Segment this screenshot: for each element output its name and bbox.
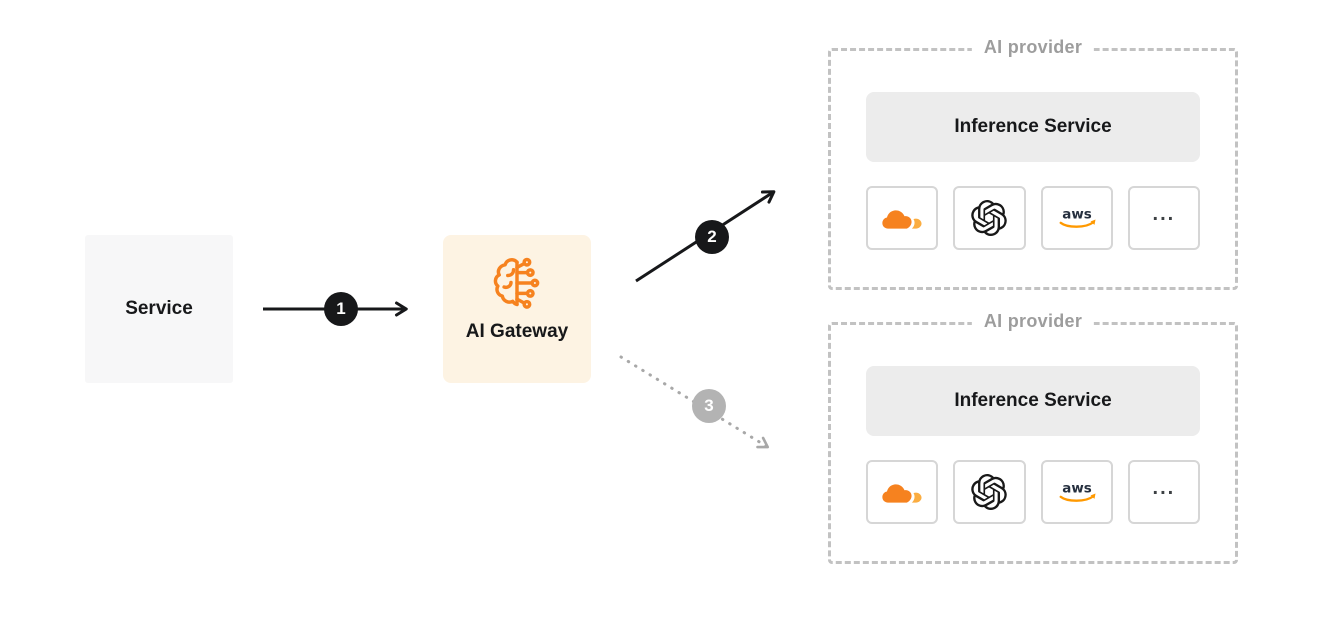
step-badge-1: 1: [324, 292, 358, 326]
service-label: Service: [125, 298, 193, 319]
more-icon: ...: [1152, 203, 1176, 225]
more-providers-cell: ...: [1127, 186, 1200, 250]
cloudflare-logo-icon: [882, 483, 922, 503]
ai-gateway-label: AI Gateway: [465, 321, 569, 342]
ai-gateway-node: AI Gateway: [443, 235, 591, 383]
aws-logo-cell: aws: [1040, 460, 1113, 524]
aws-logo-icon: aws: [1059, 207, 1096, 228]
ai-provider-group-2: AI provider Inference Service aws: [828, 311, 1238, 564]
ai-provider-title: AI provider: [971, 311, 1095, 332]
provider-logo-row: aws ...: [866, 186, 1200, 250]
svg-text:aws: aws: [1062, 207, 1091, 222]
more-providers-cell: ...: [1127, 460, 1200, 524]
openai-logo-cell: [953, 460, 1026, 524]
ai-provider-group-1: AI provider Inference Service aws: [828, 37, 1238, 290]
service-node: Service: [85, 235, 233, 383]
provider-logo-row: aws ...: [866, 460, 1200, 524]
ai-provider-title: AI provider: [971, 37, 1095, 58]
aws-logo-cell: aws: [1040, 186, 1113, 250]
step-badge-2: 2: [695, 220, 729, 254]
inference-service-bar: Inference Service: [866, 92, 1200, 162]
step-badge-3: 3: [692, 389, 726, 423]
inference-service-bar: Inference Service: [866, 366, 1200, 436]
svg-text:aws: aws: [1062, 481, 1091, 496]
cloudflare-logo-icon: [882, 209, 922, 229]
openai-logo-cell: [953, 186, 1026, 250]
aws-logo-icon: aws: [1059, 481, 1096, 502]
more-icon: ...: [1152, 477, 1176, 499]
cloudflare-logo-cell: [866, 186, 939, 250]
openai-logo-icon: [971, 474, 1008, 510]
openai-logo-icon: [971, 200, 1008, 236]
brain-circuit-icon: [493, 257, 540, 309]
cloudflare-logo-cell: [866, 460, 939, 524]
